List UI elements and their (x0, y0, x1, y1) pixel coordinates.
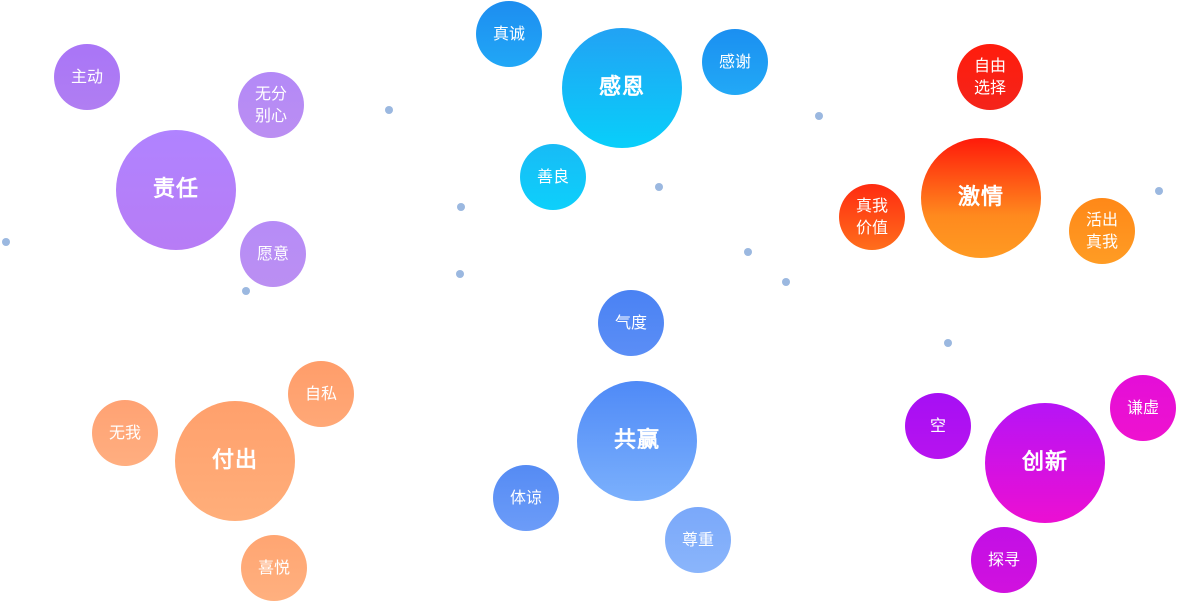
bubble-label-line: 别心 (254, 106, 287, 125)
bubble-label: 愿意 (256, 244, 289, 264)
bubble-label-line: 无分 (254, 84, 287, 104)
bubble-label: 尊重 (681, 530, 714, 550)
bubble-wufen-biexin: 无分 别心 (238, 72, 304, 138)
bubble-fuchu: 付出 (175, 401, 295, 521)
bubble-label: 感恩 (598, 75, 645, 101)
bubble-xiyue: 喜悦 (241, 535, 307, 601)
decor-dot (2, 238, 10, 246)
decor-dot (782, 278, 790, 286)
bubble-label-line: 选择 (973, 78, 1006, 97)
bubble-huochu-zhenwo: 活出 真我 (1069, 198, 1135, 264)
bubble-gongying: 共赢 (577, 381, 697, 501)
bubble-label: 激情 (957, 185, 1004, 211)
bubble-ganxie: 感谢 (702, 29, 768, 95)
bubble-label: 善良 (536, 167, 569, 187)
bubble-wuwo: 无我 (92, 400, 158, 466)
bubble-tanxun: 探寻 (971, 527, 1037, 593)
bubble-label: 感谢 (718, 52, 751, 72)
bubble-label: 谦虚 (1126, 398, 1159, 418)
bubble-label: 真我 价值 (856, 195, 888, 238)
bubble-label: 自由 选择 (974, 55, 1006, 98)
bubble-zhenwo-jiazhi: 真我 价值 (839, 184, 905, 250)
bubble-label: 空 (929, 416, 946, 436)
bubble-ziyou-xuanze: 自由 选择 (957, 44, 1023, 110)
decor-dot (815, 112, 823, 120)
bubble-chuangxin: 创新 (985, 403, 1105, 523)
bubble-jiqing: 激情 (921, 138, 1041, 258)
bubble-qianxu: 谦虚 (1110, 375, 1176, 441)
bubble-ganen: 感恩 (562, 28, 682, 148)
bubble-label: 付出 (211, 448, 258, 474)
bubble-label: 责任 (152, 177, 199, 203)
bubble-zisi: 自私 (288, 361, 354, 427)
bubble-label: 探寻 (987, 550, 1020, 570)
bubble-label-line: 真我 (855, 196, 888, 216)
bubble-label: 活出 真我 (1086, 209, 1118, 252)
decor-dot (655, 183, 663, 191)
decor-dot (457, 203, 465, 211)
bubble-label: 自私 (304, 384, 337, 404)
bubble-label: 气度 (614, 313, 647, 333)
bubble-label: 无分 别心 (255, 83, 287, 126)
bubble-yuanyi: 愿意 (240, 221, 306, 287)
decor-dot (456, 270, 464, 278)
bubble-label: 体谅 (509, 488, 542, 508)
bubble-kong: 空 (905, 393, 971, 459)
bubble-label: 主动 (70, 67, 103, 87)
decor-dot (944, 339, 952, 347)
bubble-zeren: 责任 (116, 130, 236, 250)
bubble-label: 喜悦 (257, 558, 290, 578)
bubble-zhudong: 主动 (54, 44, 120, 110)
bubble-label: 真诚 (492, 24, 525, 44)
decor-dot (744, 248, 752, 256)
bubble-label-line: 价值 (855, 218, 888, 237)
bubble-zhencheng: 真诚 (476, 1, 542, 67)
bubble-label: 创新 (1021, 450, 1068, 476)
bubble-label-line: 活出 (1085, 210, 1118, 230)
bubble-qidu: 气度 (598, 290, 664, 356)
bubble-label-line: 自由 (973, 56, 1006, 76)
bubble-tiliang: 体谅 (493, 465, 559, 531)
bubble-zunzhong: 尊重 (665, 507, 731, 573)
decor-dot (1155, 187, 1163, 195)
bubble-shanliang: 善良 (520, 144, 586, 210)
bubble-label: 共赢 (613, 428, 660, 454)
decor-dot (385, 106, 393, 114)
decor-dot (242, 287, 250, 295)
bubble-label: 无我 (108, 423, 141, 443)
bubble-label-line: 真我 (1085, 232, 1118, 251)
